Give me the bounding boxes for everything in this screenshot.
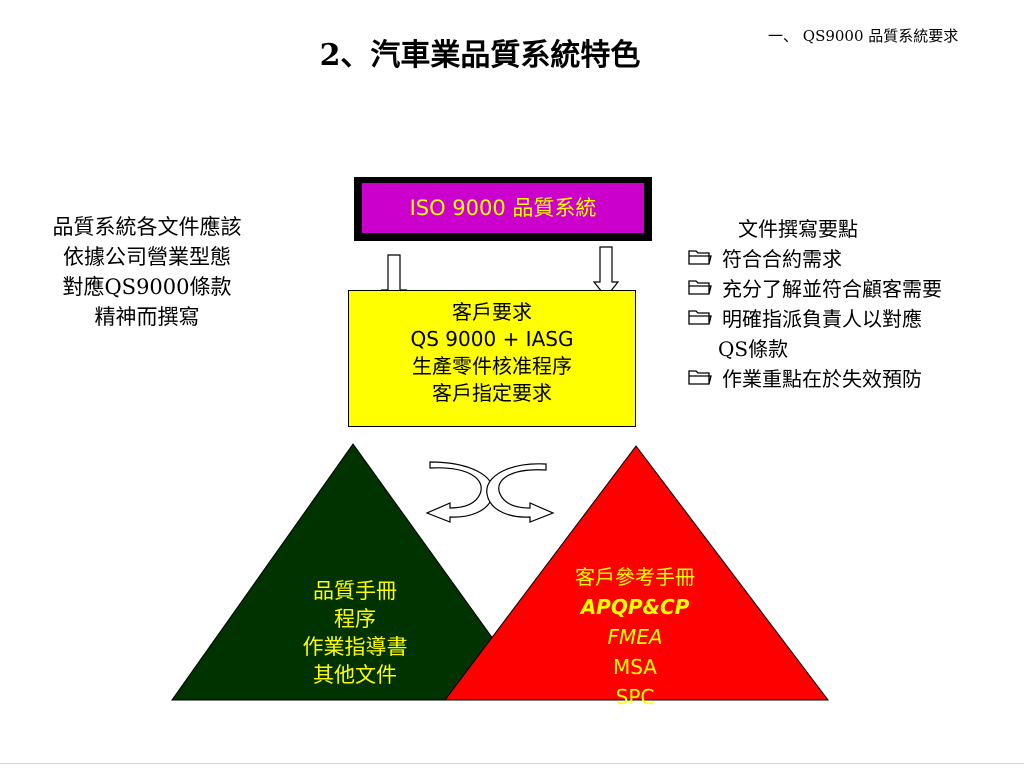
- left-note-line: 依據公司營業型態: [63, 245, 231, 269]
- right-note-item-text: 作業重點在於失效預防: [722, 367, 922, 391]
- page-title: 2、汽車業品質系統特色: [319, 38, 641, 73]
- red-triangle-line: FMEA: [607, 625, 663, 649]
- bottom-divider: [0, 763, 1024, 764]
- red-triangle-line: SPC: [615, 685, 655, 709]
- right-note-item: 作業重點在於失效預防: [688, 364, 1024, 394]
- right-note-heading: 文件撰寫要點: [738, 217, 858, 241]
- folder-icon: [688, 244, 714, 274]
- right-note-item: 明確指派負責人以對應: [688, 304, 1024, 334]
- red-triangle: [443, 445, 830, 701]
- right-note-item-text: 符合合約需求: [722, 247, 842, 271]
- left-note-line: 對應QS9000條款: [62, 275, 232, 299]
- left-note-line: 品質系統各文件應該: [52, 215, 242, 239]
- right-note-continuation: QS條款: [718, 337, 789, 361]
- right-note: 文件撰寫要點 符合合約需求 充分了解並符合顧客需要 明確指派負責人以對應 QS條…: [688, 214, 1024, 394]
- red-triangle-text: 客戶參考手冊 APQP&CP FMEA MSA SPC: [540, 562, 730, 712]
- green-triangle-line: 其他文件: [313, 663, 397, 687]
- green-triangle-line: 程序: [334, 607, 376, 631]
- curved-arrow-left-icon: [425, 461, 494, 523]
- left-note-line: 精神而撰寫: [94, 305, 200, 329]
- red-triangle-line: APQP&CP: [580, 595, 690, 619]
- right-note-item: 符合合約需求: [688, 244, 1024, 274]
- red-triangle-line: MSA: [612, 655, 657, 679]
- requirements-line: 生產零件核准程序: [412, 354, 572, 378]
- requirements-line: 客戶指定要求: [432, 381, 552, 405]
- requirements-box: 客戶要求 QS 9000 + IASG 生產零件核准程序 客戶指定要求: [348, 290, 636, 427]
- green-triangle-line: 作業指導書: [302, 635, 408, 659]
- right-note-item-text: 充分了解並符合顧客需要: [722, 277, 942, 301]
- folder-icon: [688, 364, 714, 394]
- folder-icon: [688, 274, 714, 304]
- curved-arrow-right-icon: [486, 463, 555, 523]
- right-note-item: 充分了解並符合顧客需要: [688, 274, 1024, 304]
- section-label: 一、 QS9000 品質系統要求: [768, 27, 959, 45]
- red-triangle-line: 客戶參考手冊: [575, 565, 695, 589]
- right-note-item-text: 明確指派負責人以對應: [722, 307, 922, 331]
- requirements-line: 客戶要求: [452, 300, 532, 324]
- green-triangle-line: 品質手冊: [313, 579, 397, 603]
- down-arrow-right: [592, 246, 620, 298]
- left-note: 品質系統各文件應該 依據公司營業型態 對應QS9000條款 精神而撰寫: [22, 212, 272, 332]
- green-triangle-text: 品質手冊 程序 作業指導書 其他文件: [265, 577, 445, 689]
- requirements-line: QS 9000 + IASG: [410, 327, 574, 351]
- iso-9000-box: ISO 9000 品質系統: [361, 182, 645, 234]
- green-triangle: [171, 443, 538, 701]
- folder-icon: [688, 304, 714, 334]
